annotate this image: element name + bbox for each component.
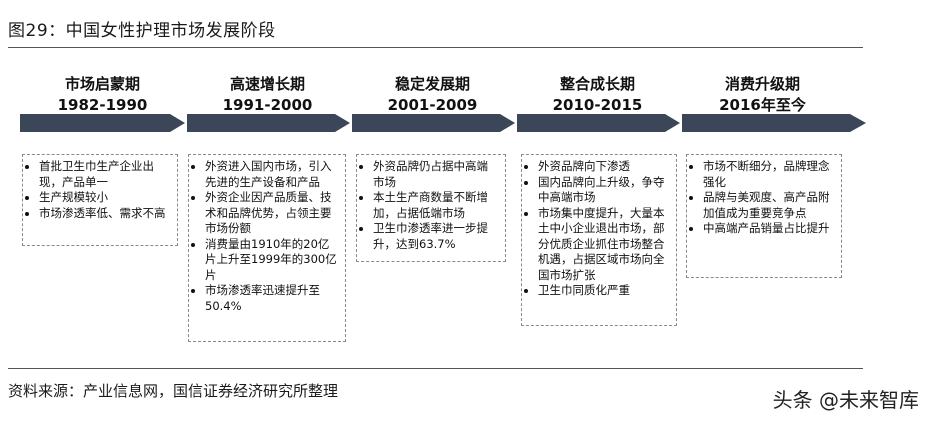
bullet-item: 外资进入国内市场，引入先进的生产设备和产品: [205, 159, 339, 190]
source-note: 资料来源：产业信息网，国信证券经济研究所整理: [8, 382, 339, 400]
bullet-item: 市场不断细分，品牌理念强化: [703, 159, 835, 190]
stage-name: 高速增长期: [229, 75, 305, 93]
stage-box-2: 外资进入国内市场，引入先进的生产设备和产品 外资企业因产品质量、技术和品牌优势，…: [188, 154, 346, 342]
figure-title: 图29：中国女性护理市场发展阶段: [8, 21, 276, 41]
stage-heading-3: 稳定发展期 2001-2009: [350, 74, 515, 116]
bullet-item: 品牌与美观度、高产品附加值成为重要竞争点: [703, 190, 835, 221]
timeline-arrow-4: [517, 114, 680, 132]
bullet-item: 国内品牌向上升级，争夺中高端市场: [538, 175, 670, 206]
stage-years: 2001-2009: [387, 96, 478, 114]
stage-years: 1991-2000: [222, 96, 313, 114]
bullet-item: 生产规模较小: [39, 190, 171, 206]
stage-heading-4: 整合成长期 2010-2015: [515, 74, 680, 116]
bullet-item: 市场渗透率迅速提升至50.4%: [205, 283, 339, 314]
stage-name: 稳定发展期: [394, 75, 470, 93]
stage-years: 2010-2015: [552, 96, 643, 114]
stage-years: 1982-1990: [57, 96, 148, 114]
stage-box-1: 首批卫生巾生产企业出现，产品单一 生产规模较小 市场渗透率低、需求不高: [22, 154, 178, 246]
bullet-item: 市场渗透率低、需求不高: [39, 206, 171, 222]
stage-heading-2: 高速增长期 1991-2000: [185, 74, 350, 116]
bullet-item: 消费量由1910年的20亿片上升至1999年的300亿片: [205, 237, 339, 284]
timeline-arrow-5: [682, 114, 866, 132]
stage-heading-1: 市场启蒙期 1982-1990: [20, 74, 185, 116]
timeline-arrow-3: [352, 114, 515, 132]
stage-years: 2016年至今: [719, 96, 806, 114]
stage-name: 消费升级期: [724, 75, 800, 93]
bullet-item: 本土生产商数量不断增加，占据低端市场: [373, 190, 499, 221]
bullet-item: 卫生巾渗透率进一步提升，达到63.7%: [373, 221, 499, 252]
stage-name: 市场启蒙期: [64, 75, 140, 93]
timeline-arrow-1: [20, 114, 185, 132]
bullet-item: 首批卫生巾生产企业出现，产品单一: [39, 159, 171, 190]
bullet-item: 外资品牌仍占据中高端市场: [373, 159, 499, 190]
timeline-arrow-2: [187, 114, 350, 132]
timeline-arrows: [20, 114, 866, 132]
stage-heading-5: 消费升级期 2016年至今: [680, 74, 845, 116]
stage-box-4: 外资品牌向下渗透 国内品牌向上升级，争夺中高端市场 市场集中度提升，大量本土中小…: [521, 154, 677, 326]
watermark: 头条 @未来智库: [772, 388, 919, 412]
bullet-item: 外资企业因产品质量、技术和品牌优势，占领主要市场份额: [205, 190, 339, 237]
bottom-rule: [8, 368, 863, 369]
bullet-item: 外资品牌向下渗透: [538, 159, 670, 175]
bullet-item: 市场集中度提升，大量本土中小企业退出市场，部分优质企业抓住市场整合机遇，占据区域…: [538, 206, 670, 284]
stage-box-3: 外资品牌仍占据中高端市场 本土生产商数量不断增加，占据低端市场 卫生巾渗透率进一…: [356, 154, 506, 262]
stage-name: 整合成长期: [559, 75, 635, 93]
stage-box-5: 市场不断细分，品牌理念强化 品牌与美观度、高产品附加值成为重要竞争点 中高端产品…: [686, 154, 842, 278]
bullet-item: 卫生巾同质化严重: [538, 283, 670, 299]
top-rule: [8, 47, 863, 48]
bullet-item: 中高端产品销量占比提升: [703, 221, 835, 237]
